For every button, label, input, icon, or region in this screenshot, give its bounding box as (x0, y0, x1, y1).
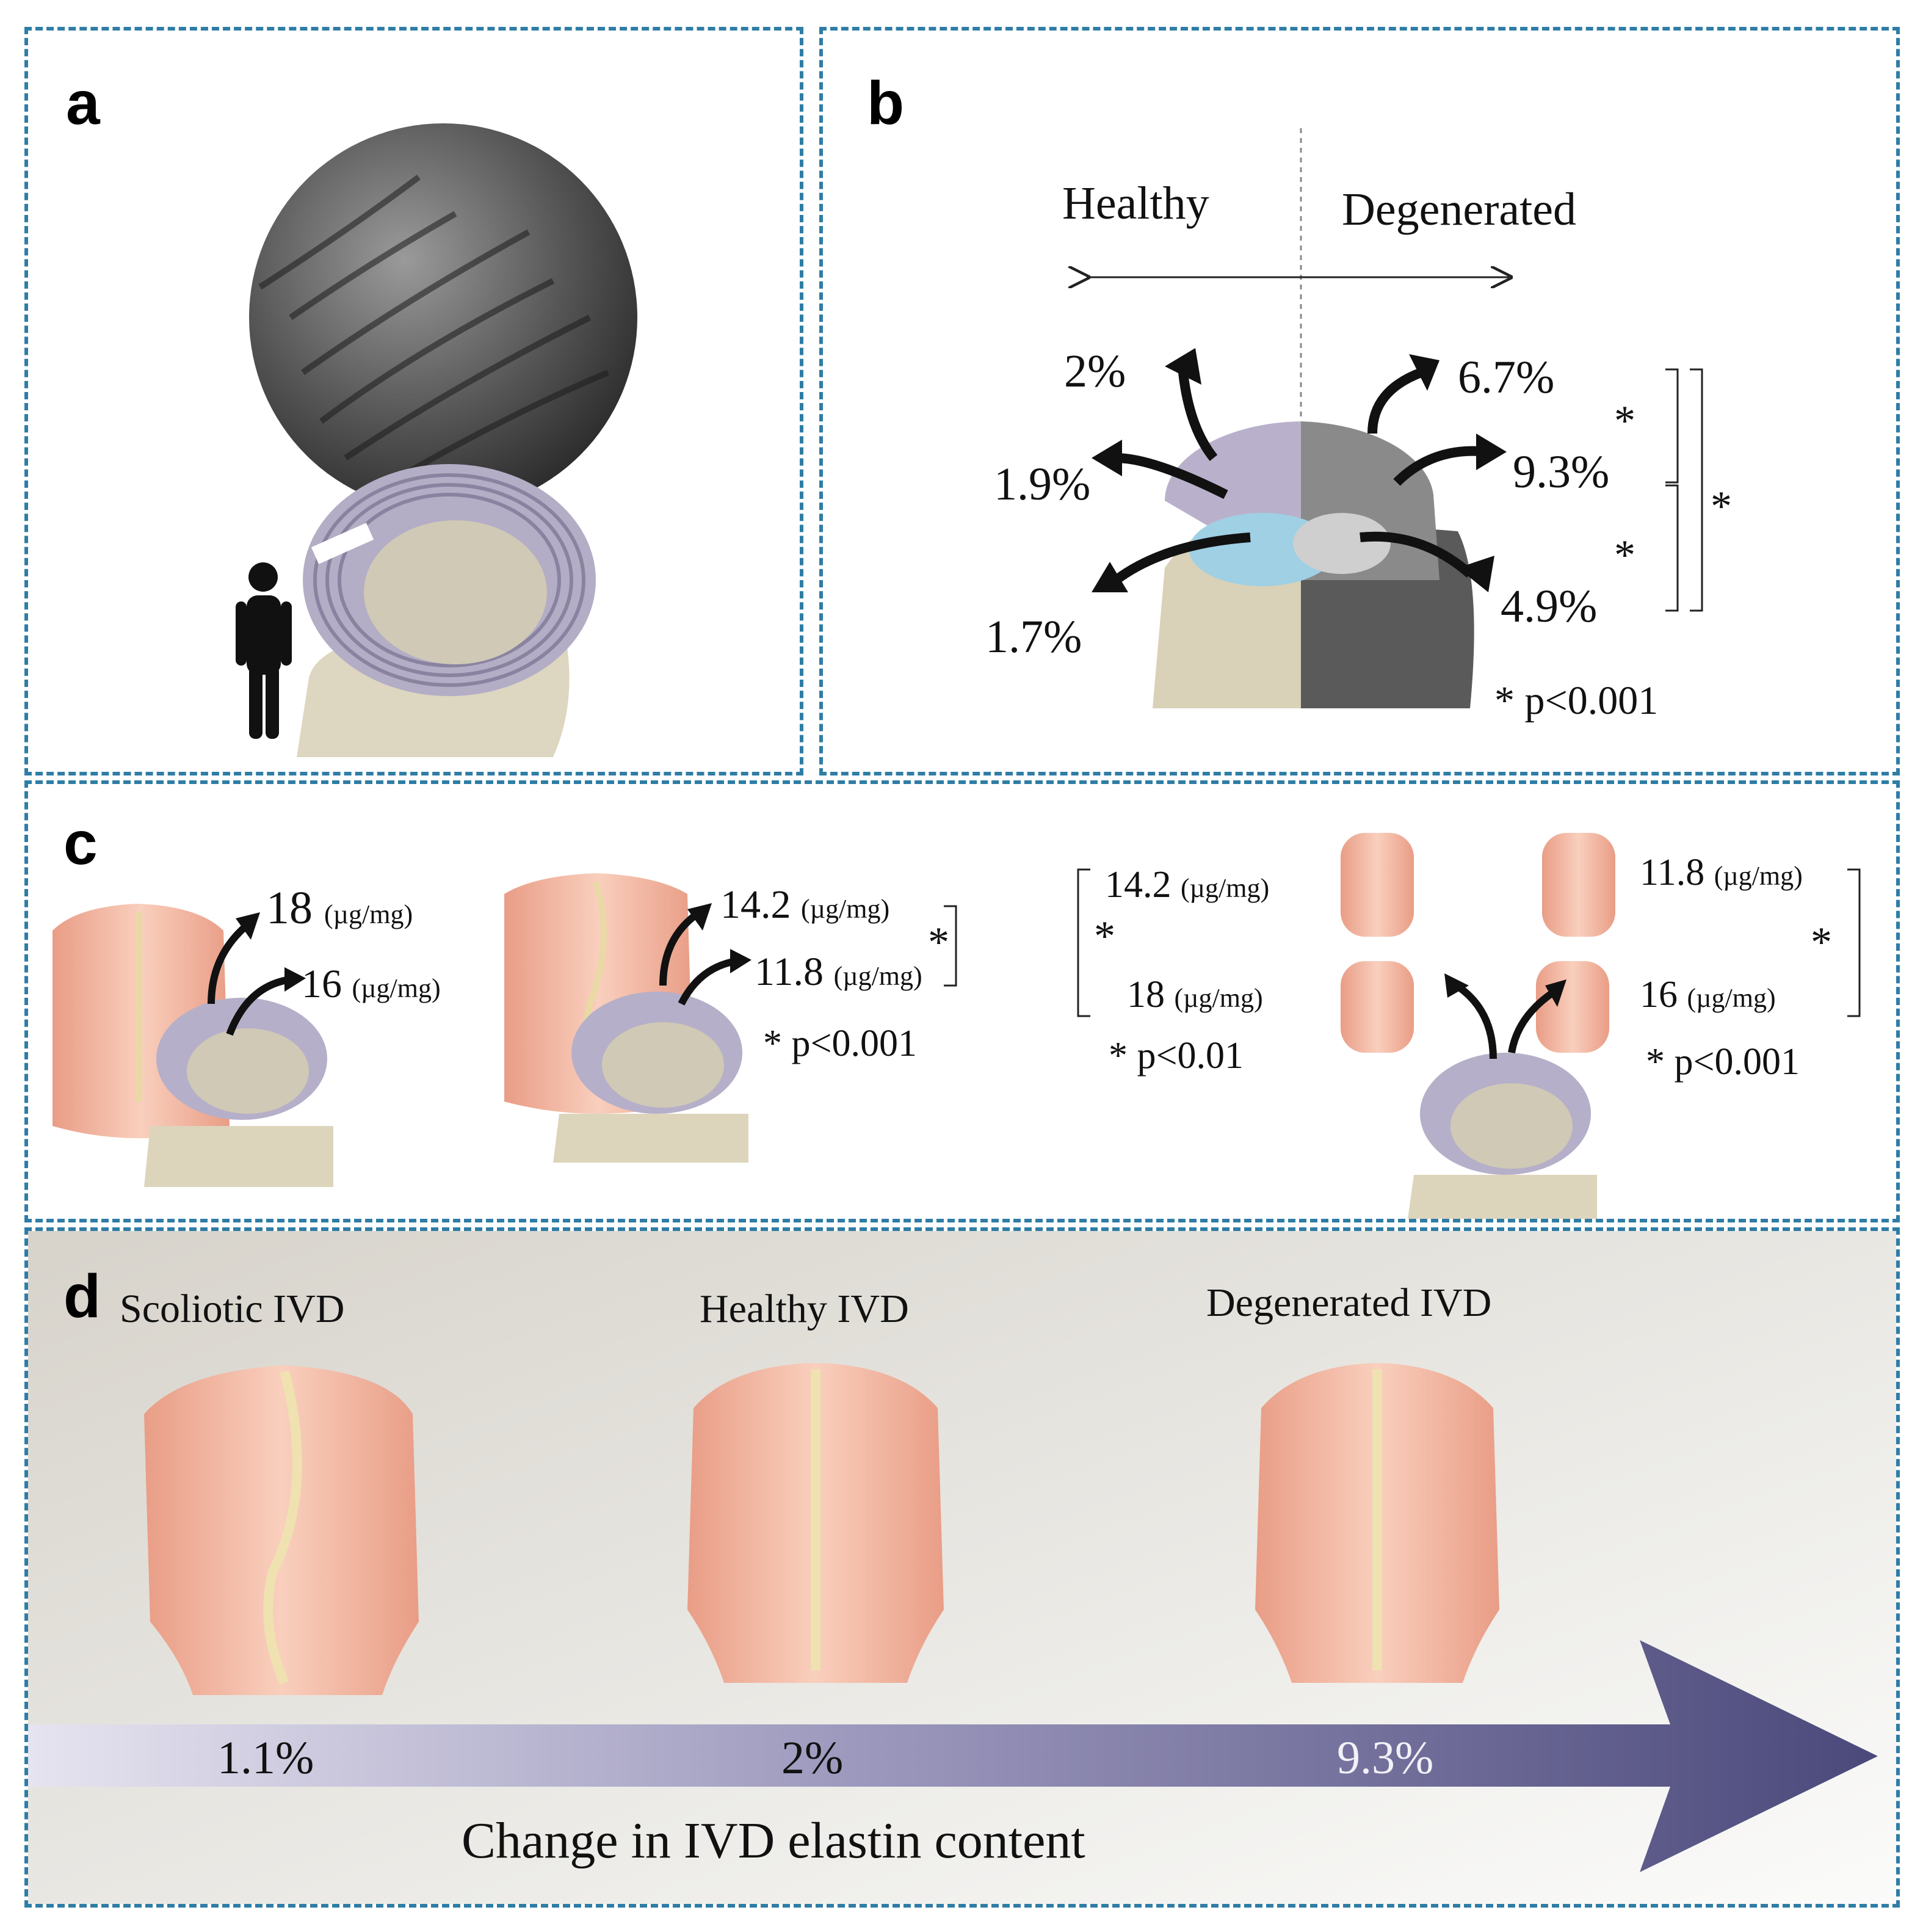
c-group2-value-2: 11.8 (µg/mg) (755, 950, 922, 994)
degenerated-value-bottom: 4.9% (1501, 581, 1598, 632)
p-value-note: * p<0.001 (1494, 678, 1659, 723)
healthy-label: Healthy (1062, 178, 1209, 229)
panel-label: c (63, 809, 98, 877)
c-group2-star: * (928, 919, 949, 966)
c-group3-star: * (1094, 913, 1115, 960)
back-figure-healthy (687, 1363, 944, 1683)
healthy-value-bottom: 1.7% (985, 611, 1082, 663)
healthy-title: Healthy IVD (700, 1287, 909, 1331)
human-silhouette-icon (236, 562, 292, 739)
c-group4-value-2: 16 (µg/mg) (1640, 974, 1776, 1015)
degenerated-title: Degenerated IVD (1206, 1280, 1492, 1325)
panel-label: b (867, 69, 905, 137)
significance-star-3: * (1711, 483, 1732, 530)
c-group2-value-1: 14.2 (µg/mg) (720, 882, 890, 927)
elastin-change-arrow (28, 1640, 1878, 1872)
panel-d: d Scoliotic IVD Healthy IVD Degenerated … (24, 1227, 1900, 1908)
c-group4-star: * (1811, 919, 1832, 966)
c-group2-p-note: * p<0.001 (763, 1023, 917, 1064)
disc-group-3 (1408, 1053, 1597, 1219)
degenerated-value-middle: 9.3% (1513, 446, 1610, 498)
disc-group-2 (553, 992, 748, 1163)
scoliotic-value: 1.1% (217, 1732, 314, 1784)
panel-label: a (66, 69, 100, 137)
panel-d-illustration (28, 1231, 1896, 1904)
back-figure-degenerated (1255, 1363, 1499, 1683)
c-group4-p-note: * p<0.001 (1646, 1041, 1800, 1083)
panel-a: a (24, 27, 803, 775)
significance-star-1: * (1614, 398, 1635, 445)
ivd-disc-illustration (297, 464, 596, 757)
scoliotic-title: Scoliotic IVD (120, 1287, 345, 1331)
c-group3-value-1: 14.2 (µg/mg) (1105, 864, 1270, 906)
healthy-value: 2% (781, 1732, 844, 1784)
disc-group-1 (144, 998, 333, 1187)
significance-star-2: * (1614, 532, 1635, 579)
degenerated-value-top: 6.7% (1458, 352, 1555, 403)
c-group3-value-2: 18 (µg/mg) (1127, 974, 1263, 1015)
panel-c: c (24, 780, 1900, 1222)
healthy-value-top: 2% (1064, 346, 1126, 397)
panel-label: d (63, 1262, 101, 1331)
c-group1-value-1: 18 (µg/mg) (266, 882, 413, 934)
panel-b-illustration (823, 128, 1703, 708)
degenerated-value: 9.3% (1337, 1732, 1434, 1784)
c-group4-value-1: 11.8 (µg/mg) (1640, 852, 1803, 893)
c-group3-p-note: * p<0.01 (1109, 1035, 1244, 1077)
panel-c-illustration (53, 833, 1861, 1219)
small-back-figures (1341, 833, 1615, 1053)
c-group1-value-2: 16 (µg/mg) (302, 962, 441, 1006)
arrow-caption: Change in IVD elastin content (462, 1812, 1085, 1869)
panel-a-illustration (236, 123, 637, 757)
back-figure-scoliotic (144, 1365, 419, 1695)
microscopy-image (249, 123, 637, 512)
degenerated-label: Degenerated (1342, 184, 1576, 235)
panel-b: b (819, 27, 1900, 775)
healthy-value-middle: 1.9% (994, 459, 1091, 510)
